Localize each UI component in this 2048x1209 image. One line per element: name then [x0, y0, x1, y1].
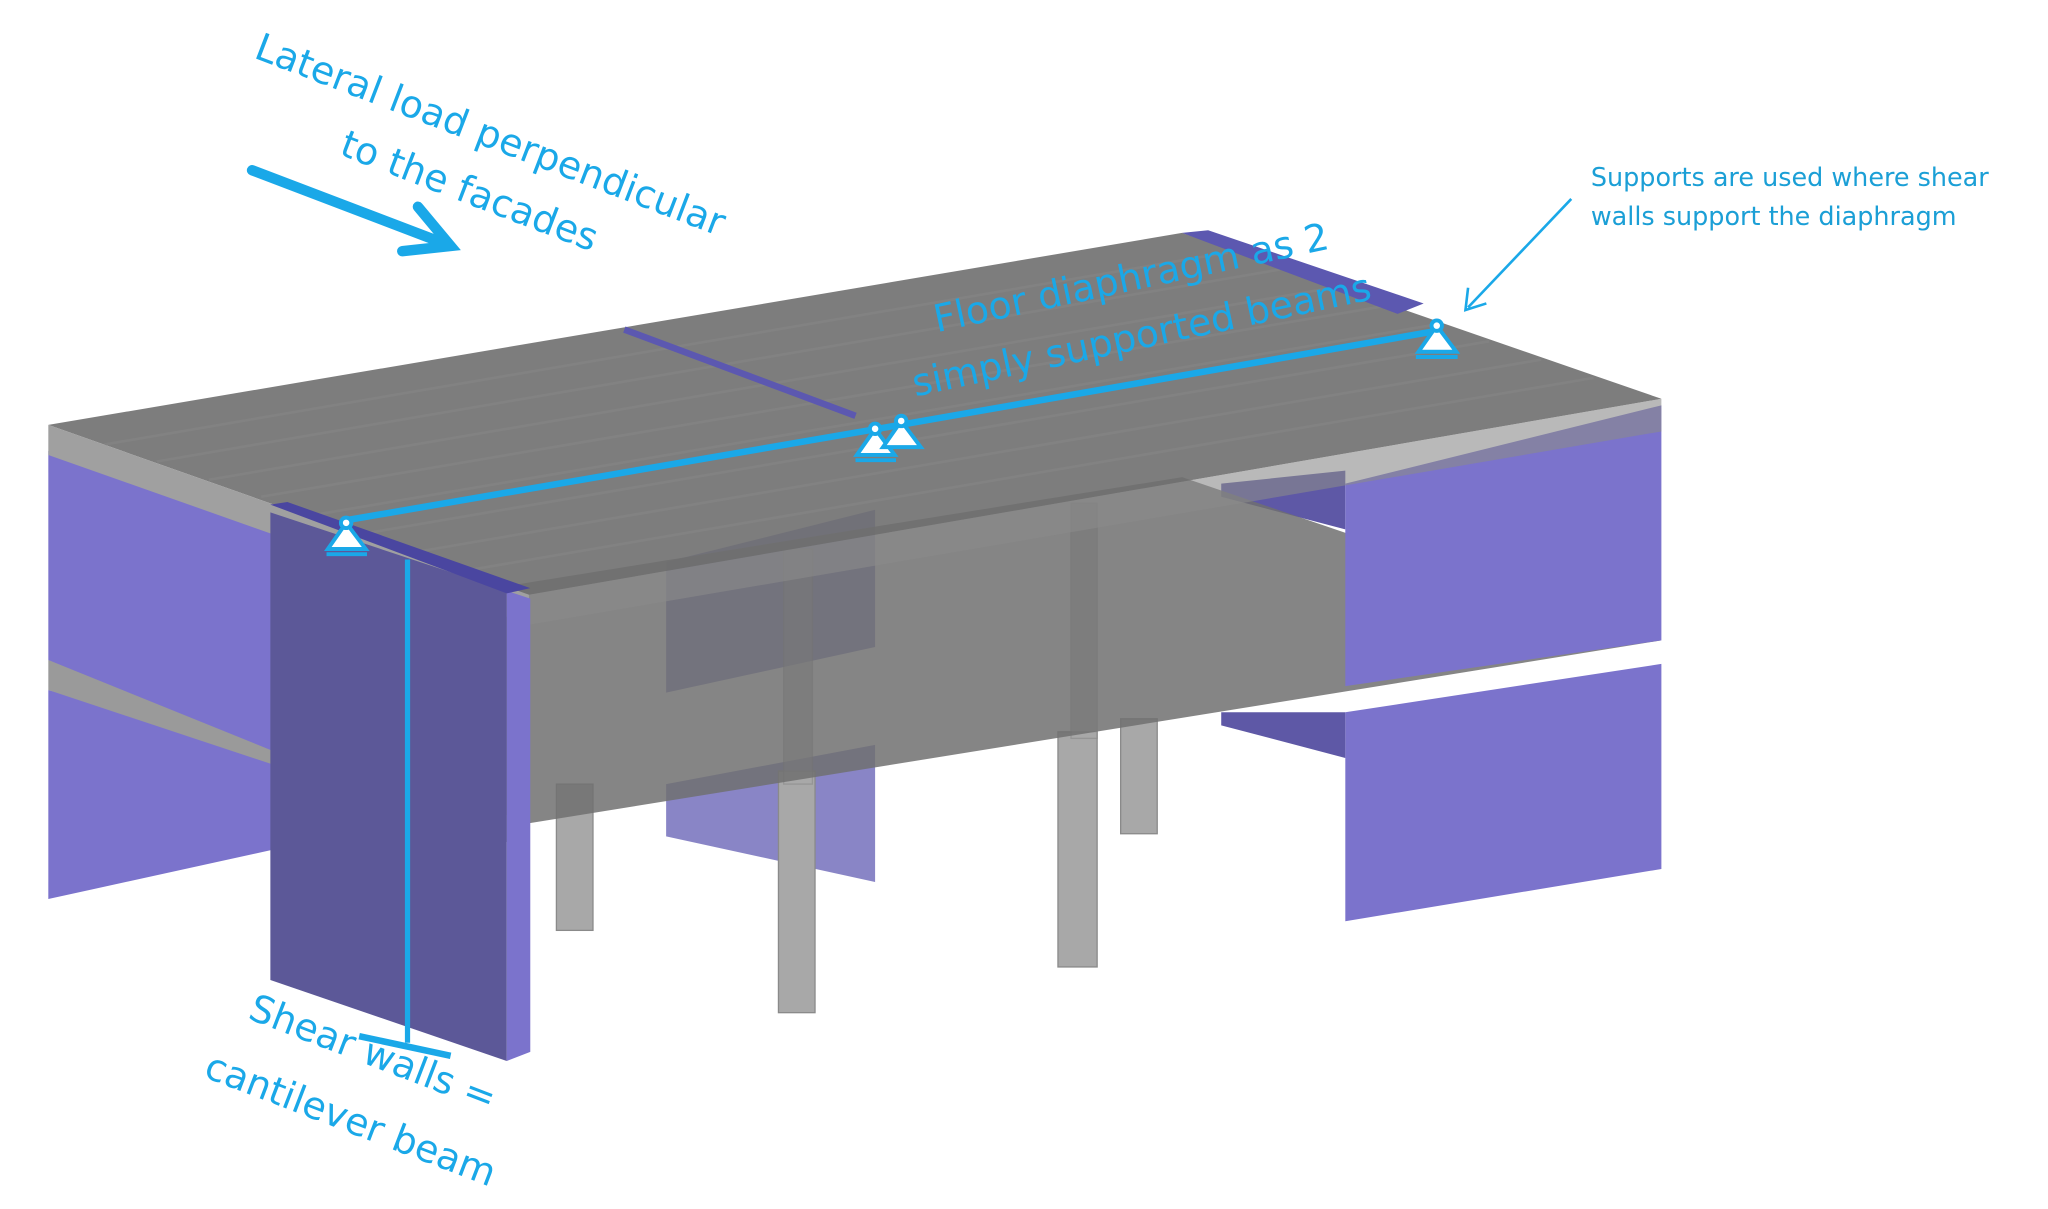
front-shear-wall-top — [270, 501, 531, 594]
inner-wall — [1221, 712, 1346, 758]
load-arrow-icon — [246, 164, 461, 257]
inner-wall-top — [623, 326, 857, 419]
support-callout-arrow — [1467, 198, 1573, 309]
front-shear-wall — [270, 512, 507, 1061]
left-shear-wall-upper — [48, 451, 275, 752]
roof-slab-edge — [528, 398, 1662, 625]
support-callout-arrowhead — [1463, 287, 1487, 312]
supports-label-line1: Supports are used where shear — [1591, 163, 1989, 193]
supports-label-line2: walls support the diaphragm — [1591, 202, 1957, 232]
pin-support-icon — [1414, 318, 1461, 359]
right-shear-wall-upper — [1345, 405, 1662, 687]
right-shear-wall-lower — [1345, 663, 1662, 922]
pin-support-icon — [324, 515, 370, 557]
front-shear-wall-side — [506, 590, 531, 1061]
cantilever-fixed-base — [358, 1032, 452, 1059]
pin-support-icon — [879, 413, 925, 450]
back-wall-top — [1182, 230, 1424, 314]
